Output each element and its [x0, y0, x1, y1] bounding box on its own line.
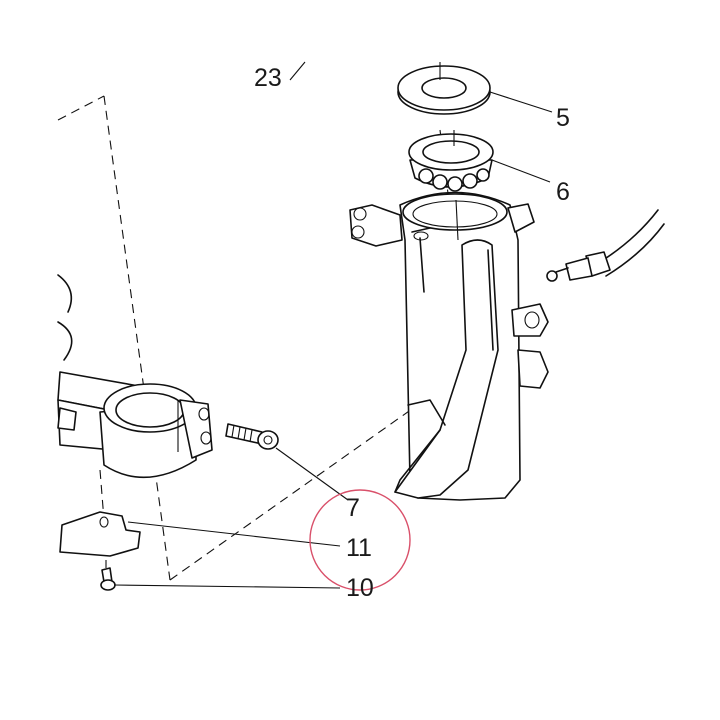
label-7: 7 — [346, 494, 360, 522]
leader-lines — [113, 61, 553, 589]
highlight-circle — [309, 489, 411, 591]
left-edge-components — [57, 274, 73, 361]
part-11-plate — [59, 511, 141, 557]
handlebar-clamp — [57, 371, 213, 479]
steering-axis-line — [455, 199, 459, 241]
part-5-washer — [397, 62, 491, 115]
steering-head-frame — [349, 191, 549, 501]
label-6: 6 — [556, 178, 570, 206]
part-10-screw — [100, 560, 116, 591]
label-5: 5 — [556, 104, 570, 132]
part-6-bearing — [408, 130, 494, 192]
part-7-bolt — [225, 423, 279, 450]
label-11: 11 — [346, 534, 372, 562]
throttle-cable — [546, 209, 665, 282]
label-10: 10 — [346, 574, 374, 602]
label-23: 23 — [254, 64, 282, 92]
